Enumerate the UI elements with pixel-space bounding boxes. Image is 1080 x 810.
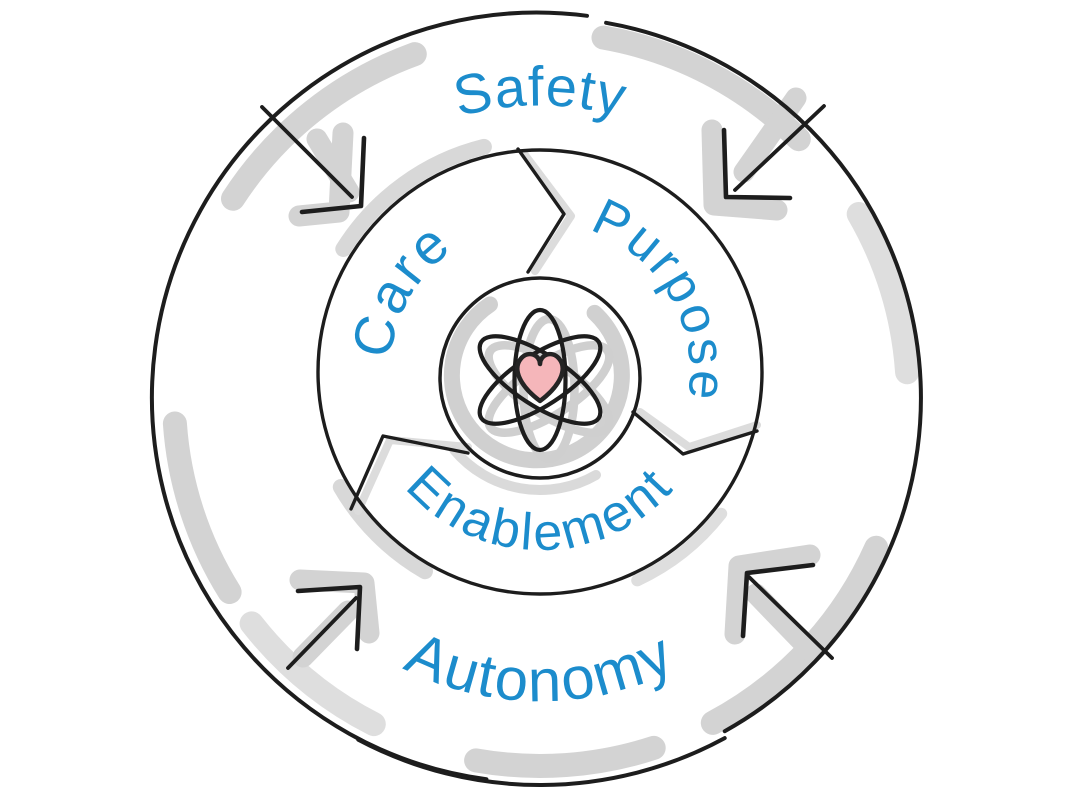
marker-shadow-layer xyxy=(162,25,920,778)
arrow-shadow-top-left xyxy=(288,122,360,227)
segment-divider-top xyxy=(516,147,566,274)
safety-label: Safety xyxy=(448,54,633,128)
heart-icon xyxy=(515,351,565,404)
segment-divider-left xyxy=(349,434,470,511)
segment-divider-right xyxy=(631,410,759,456)
inward-arrow-top-left xyxy=(260,105,367,215)
core-circle xyxy=(438,276,642,480)
arrow-shadow-bottom-right xyxy=(724,544,823,663)
inward-arrow-bottom-right xyxy=(740,562,834,660)
outer-ring xyxy=(149,10,923,788)
enablement-segment-label: Enablement xyxy=(396,455,685,563)
inward-arrow-top-right xyxy=(721,104,826,201)
arrow-shadow-bottom-left xyxy=(289,569,380,668)
inner-ring xyxy=(316,147,764,596)
inward-arrow-bottom-left xyxy=(286,584,363,670)
autonomy-label: Autonomy xyxy=(397,619,683,715)
